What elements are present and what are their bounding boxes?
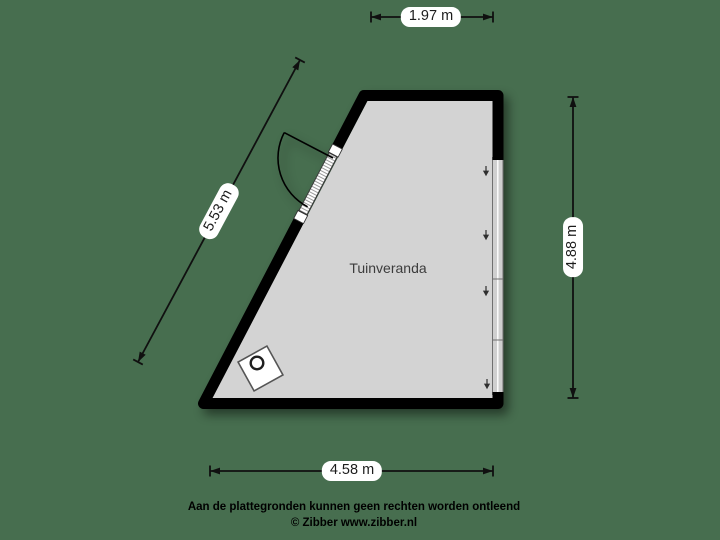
dimension-label-top: 1.97 m bbox=[400, 7, 462, 27]
furniture-ring bbox=[249, 355, 265, 371]
door-jamb bbox=[327, 143, 343, 158]
panel-arrow-icon bbox=[483, 379, 491, 390]
footer: Aan de plattegronden kunnen geen rechten… bbox=[0, 500, 708, 531]
door bbox=[277, 131, 343, 225]
room-label: Tuinveranda bbox=[349, 260, 427, 276]
door-slab bbox=[298, 152, 338, 216]
door-jamb bbox=[293, 209, 309, 225]
walls bbox=[198, 90, 504, 409]
panel-arrow-icon bbox=[482, 286, 490, 297]
window-wall bbox=[492, 157, 504, 395]
panel-arrows bbox=[482, 166, 491, 390]
dimension-label-bottom: 4.58 m bbox=[321, 461, 383, 481]
wall-bottom-diagonal bbox=[198, 210, 504, 409]
floorplan-shape bbox=[198, 90, 504, 409]
door-leaf bbox=[283, 131, 334, 159]
panel-arrow-icon bbox=[482, 166, 490, 177]
copyright-text: © Zibber www.zibber.nl bbox=[290, 516, 418, 529]
furniture-square bbox=[236, 344, 285, 393]
wall-top-right bbox=[328, 90, 504, 160]
dimension-label-right: 4.88 m bbox=[563, 216, 583, 278]
disclaimer-text: Aan de plattegronden kunnen geen rechten… bbox=[187, 501, 521, 513]
panel-arrow-icon bbox=[482, 230, 490, 241]
door-swing-arc bbox=[277, 132, 308, 208]
floor-area bbox=[212, 100, 493, 398]
